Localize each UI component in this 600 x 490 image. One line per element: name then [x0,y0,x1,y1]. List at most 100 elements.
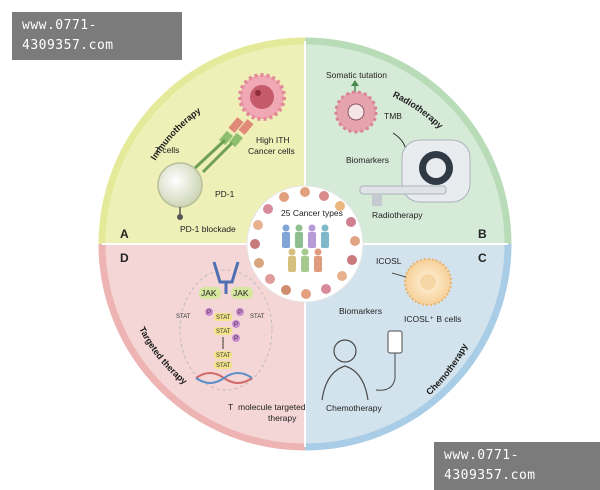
person-icon [308,224,316,232]
molecule-prefix-label: T [228,402,233,412]
stat-label: STAT [250,314,265,320]
icosl-label: ICOSL [376,256,402,266]
person-icon [295,224,303,232]
phosphate-icon [232,320,240,328]
person-icon [321,232,329,248]
organ-icon [263,204,273,214]
stat-icon [214,361,232,369]
organ-icon [321,284,331,294]
phosphate-label: P [234,322,238,328]
radio-biomarkers-label: Biomarkers [346,155,389,165]
outer-ring [98,37,512,451]
organ-icon [253,220,263,230]
organ-icon [281,285,291,295]
phosphate-icon [232,334,240,342]
person-icon [295,232,303,248]
stat-icon [214,313,232,321]
chemo-biomarkers-label: Biomarkers [339,306,382,316]
person-icon [301,256,309,272]
ring-radiotherapy [304,37,512,245]
organ-icon [250,239,260,249]
person-icon [282,224,290,232]
pd1-blockade-icon [177,214,183,220]
jak-left-label: JAK [201,288,217,298]
cancer-types-label: 25 Cancer types [281,208,343,218]
organ-icon [279,192,289,202]
jak-left-icon [199,287,221,299]
person-icon [321,224,329,232]
ring-targeted [98,243,306,451]
stat-icon [214,351,232,359]
organ-icon [300,187,310,197]
phosphate-icon [205,308,213,316]
jak-right-label: JAK [233,288,249,298]
center-circle [246,185,364,303]
organ-icon [319,191,329,201]
letter-a: A [120,227,129,241]
dna-helix-icon [195,372,253,384]
therapy-label: therapy [268,413,297,423]
tumor-cell-icon [334,90,378,134]
phosphate-label: P [238,310,242,316]
jak-right-icon [231,287,253,299]
chemotherapy-illustration: ICOSL Biomarkers ICOSL⁺ B cells Chemothe… [321,256,461,413]
person-icon [288,248,296,256]
stat-label: STAT [216,353,231,359]
organ-icon [265,274,275,284]
letter-d: D [120,251,129,265]
ct-scanner-icon [359,139,471,206]
organ-icon [347,255,357,265]
person-icon [314,256,322,272]
b-cell-nucleus-icon [420,274,436,290]
chemotherapy-label: Chemotherapy [326,403,383,413]
stat-label: STAT [216,315,231,321]
t-cells-label: T cells [155,145,179,155]
receptor-icon [212,261,240,294]
pd1-blockade-label: PD-1 blockade [180,224,236,234]
organ-icon-ring [250,187,360,299]
letter-c: C [478,251,487,265]
organ-icon [335,201,345,211]
targeted-illustration: JAK JAK STAT STAT STAT STAT STAT STAT P … [176,261,306,423]
cancer-cell-icon [238,73,286,121]
stat-label: STAT [216,329,231,335]
person-icon [282,232,290,248]
radiotherapy-illustration: Somatic tutation TMB Biomarkers Radiothe… [326,70,471,220]
center-hub: 25 Cancer types [246,185,364,303]
immunotherapy-illustration: T cells High ITH Cancer cells PD-1 PD-1 … [155,73,295,234]
stat-icon [214,327,232,335]
somatic-mutation-label: Somatic tutation [326,70,387,80]
pd1-label: PD-1 [215,189,235,199]
therapy-diagram: Immunotherapy Radiotherapy Chemotherapy … [98,37,512,451]
phosphate-label: P [207,310,211,316]
cell-boundary [179,269,273,391]
person-icon [288,256,296,272]
organ-icon [254,258,264,268]
t-cell-icon [157,162,203,208]
organ-icon [337,271,347,281]
stat-label: STAT [216,363,231,369]
organ-icon [350,236,360,246]
phosphate-label: P [234,336,238,342]
phosphate-icon [236,308,244,316]
people-icon-group [282,224,329,272]
molecule-targeted-label: molecule targeted [238,402,306,412]
icosl-pointer [391,272,407,278]
person-icon [314,248,322,256]
cancer-cells-label: Cancer cells [248,146,295,156]
watermark-top: www.0771-4309357.com [12,12,182,60]
person-icon [301,248,309,256]
organ-icon [301,289,311,299]
iv-drip-icon [375,330,403,391]
letter-b: B [478,227,487,241]
organ-icon [346,217,356,227]
watermark-bottom: www.0771-4309357.com [434,442,600,490]
person-icon [308,232,316,248]
icosl-b-cells-label: ICOSL⁺ B cells [404,314,461,324]
tmb-label: TMB [384,111,402,121]
high-ith-label: High ITH [256,135,290,145]
patient-silhouette-icon [321,339,369,401]
tcr-receptor-icon [193,117,254,174]
stat-label: STAT [176,314,191,320]
mutation-arrowhead [351,80,359,86]
